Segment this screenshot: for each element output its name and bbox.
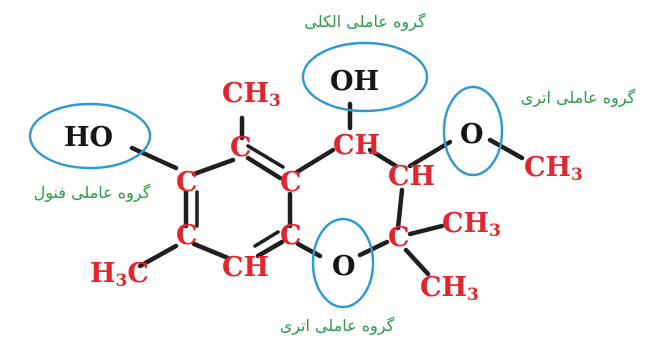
atom-ch3-top: CH3 [222,78,281,111]
atom-ch-right: CH [388,161,435,192]
atom-c-lower-left: C [176,220,198,251]
annotations: گروه عاملی الکلی گروه عاملی اتری گروه عا… [34,12,636,336]
atom-c-top: C [230,132,252,163]
atom-c-lower-mid: C [280,220,302,251]
bonds [129,101,525,277]
bond-o-clowermid [295,241,323,259]
bond-cq-ch3-bottom [403,247,431,277]
bond-ho-cleft [129,145,179,171]
bond-chright-cq [395,187,405,231]
label-ether-group-right: گروه عاملی اتری [521,88,636,108]
bond-chbottom-clowermid-double [253,230,280,248]
bond-chbottom-clowermid [255,239,285,259]
bond-cq-ch3-top [407,223,445,237]
bond-clowerleft-h3c [137,243,179,269]
bond-chtop-chright [367,147,399,169]
atom-ch3-q-bottom: CH3 [420,272,479,305]
bond-cmid-chtop [294,147,336,175]
bond-cq-o [357,239,390,258]
label-phenol-group: گروه عاملی فنول [34,183,151,203]
atom-c-quaternary: C [388,222,410,253]
atom-ho: HO [64,122,113,153]
highlight-alcohol [301,41,429,113]
bond-o-ch3 [487,137,525,161]
bond-ctop-cmid [245,155,283,181]
highlights [28,41,504,309]
label-ether-group-bottom: گروه عاملی اتری [280,316,395,336]
atom-ch-top: CH [333,130,380,161]
highlight-phenol [28,102,152,170]
bond-ctop-cmid-double [246,144,285,169]
label-alcohol-group: گروه عاملی الکلی [304,12,426,32]
highlight-ether-bottom [311,217,375,309]
bond-ctop-cleft [191,157,236,177]
highlight-ether-right [442,85,504,177]
bond-clowerleft-chbottom [191,241,231,261]
atoms: CH3 OH HO C CH C C CH O CH3 C C CH O C C… [64,66,583,305]
atom-h3c: H3C [90,258,149,291]
atom-ch-bottom: CH [222,252,269,283]
atom-o-ether-bottom: O [332,251,356,282]
atom-c-left: C [176,167,198,198]
bond-chright-o [407,139,453,169]
atom-o-ether-right: O [460,119,484,150]
atom-ch3-right: CH3 [524,152,583,185]
atom-c-mid: C [280,167,302,198]
atom-ch3-q-top: CH3 [442,208,501,241]
atom-oh: OH [330,66,379,97]
